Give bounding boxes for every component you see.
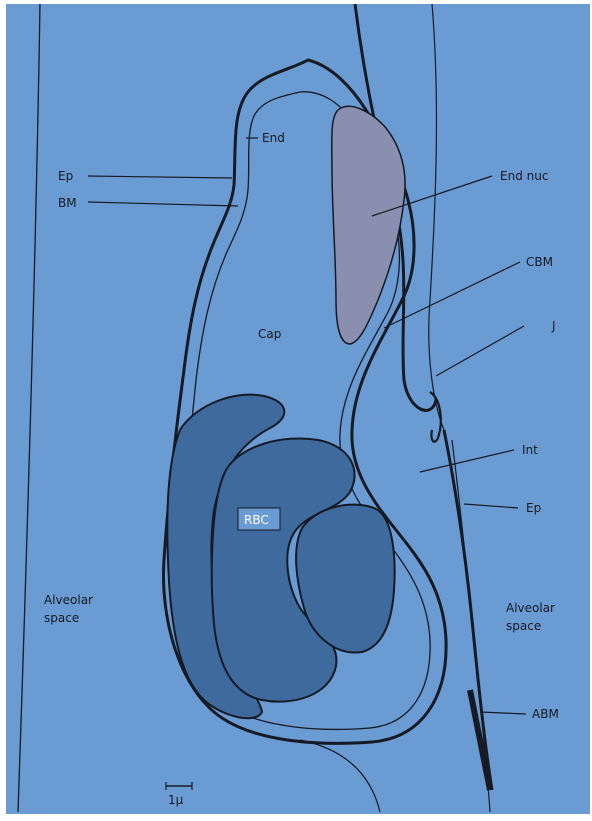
label-abm: ABM (532, 707, 559, 721)
label-alveolar-right-2: space (506, 619, 541, 633)
label-alveolar-left-2: space (44, 611, 79, 625)
label-int: Int (522, 443, 538, 457)
label-cap: Cap (258, 327, 281, 341)
label-bm: BM (58, 196, 77, 210)
label-alveolar-left-1: Alveolar (44, 593, 93, 607)
label-end: End (262, 131, 285, 145)
label-ep-left: Ep (58, 169, 73, 183)
label-alveolar-right-1: Alveolar (506, 601, 555, 615)
label-ep-right: Ep (526, 501, 541, 515)
label-rbc: RBC (244, 513, 269, 527)
label-j: J (551, 319, 556, 333)
label-end-nuc: End nuc (500, 169, 548, 183)
label-scale: 1μ (168, 793, 184, 807)
label-cbm: CBM (526, 255, 553, 269)
